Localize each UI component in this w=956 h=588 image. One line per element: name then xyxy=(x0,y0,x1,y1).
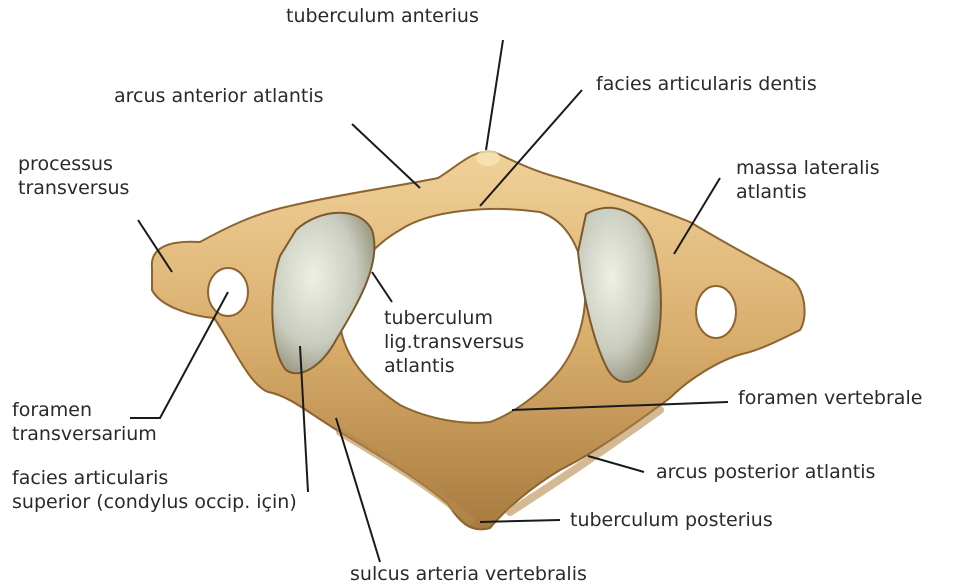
tuberculum-anterius-highlight xyxy=(476,150,500,166)
label-foramen-vertebrale: foramen vertebrale xyxy=(738,386,922,410)
foramen-transversarium-right xyxy=(696,286,736,338)
leader-tuberculum-lig xyxy=(372,272,392,302)
label-processus-transversus: processus transversus xyxy=(18,152,129,200)
label-arcus-anterior-atlantis: arcus anterior atlantis xyxy=(114,84,324,108)
leader-arcus-posterior xyxy=(588,456,644,472)
label-tuberculum-lig-transversus: tuberculum lig.transversus atlantis xyxy=(384,306,524,378)
leader-tuberculum-anterius xyxy=(486,40,503,150)
label-massa-lateralis-atlantis: massa lateralis atlantis xyxy=(736,156,880,204)
label-foramen-transversarium: foramen transversarium xyxy=(12,398,157,446)
label-tuberculum-posterius: tuberculum posterius xyxy=(570,508,773,532)
label-facies-articularis-dentis: facies articularis dentis xyxy=(596,72,817,96)
leader-arcus-anterior xyxy=(352,124,420,188)
label-arcus-posterior-atlantis: arcus posterior atlantis xyxy=(656,460,875,484)
label-facies-articularis-superior: facies articularis superior (condylus oc… xyxy=(12,466,297,514)
label-tuberculum-anterius: tuberculum anterius xyxy=(286,4,479,28)
label-sulcus-arteria-vertebralis: sulcus arteria vertebralis xyxy=(350,562,587,586)
